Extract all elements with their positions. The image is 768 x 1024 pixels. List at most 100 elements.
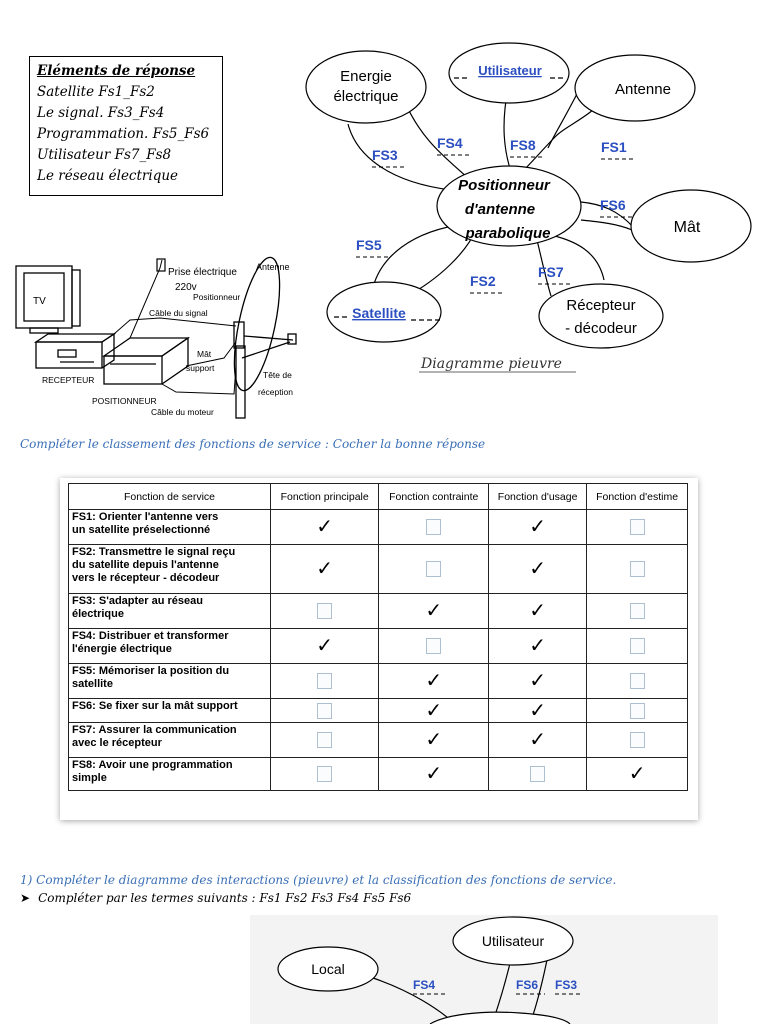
cell-principale: ✓ [269, 544, 380, 594]
empty-checkbox[interactable] [426, 519, 442, 535]
cell-contrainte: ✓ [378, 757, 490, 791]
node-center [436, 165, 582, 247]
checkmark-icon[interactable]: ✓ [316, 516, 334, 538]
cell-usage: ✓ [488, 698, 588, 723]
function-description-line: FS4: Distribuer et transformer [72, 630, 229, 642]
tete-label: Tête de [263, 370, 292, 380]
local-label: Local [311, 961, 344, 977]
cell-estime [586, 698, 688, 723]
header-usage: Fonction d'usage [488, 483, 588, 510]
cell-estime [586, 628, 688, 664]
fs4-label: FS4 [437, 135, 463, 151]
question-text: 1) Compléter le diagramme des interactio… [20, 873, 617, 887]
function-description-line: FS1: Orienter l'antenne vers [72, 511, 219, 523]
header-estime: Fonction d'estime [586, 483, 688, 510]
function-description-line: FS5: Mémoriser la position du [72, 665, 230, 677]
empty-checkbox[interactable] [629, 702, 645, 719]
satellite-label: Satellite [352, 305, 406, 321]
mat-label: Mât [197, 349, 212, 359]
positionneur-top-label: Positionneur [193, 292, 240, 302]
utilisateur-label: Utilisateur [478, 63, 542, 78]
center-label-1: Positionneur [458, 177, 551, 194]
node-satellite [326, 281, 442, 343]
answer-item: Le signal. Fs3_Fs4 [37, 105, 165, 121]
cable-signal-label: Câble du signal [149, 308, 208, 318]
checkmark-icon[interactable]: ✓ [425, 699, 443, 722]
function-description-line: FS2: Transmettre le signal reçu [72, 546, 236, 558]
energie-label-2: électrique [333, 88, 398, 105]
empty-checkbox[interactable] [317, 673, 333, 689]
cell-usage: ✓ [488, 593, 588, 629]
prise-voltage-label: 220v [175, 282, 197, 293]
checkmark-icon[interactable]: ✓ [628, 763, 646, 785]
checkmark-icon[interactable]: ✓ [529, 670, 546, 692]
empty-checkbox[interactable] [629, 673, 645, 689]
tete-reception-label: réception [258, 387, 293, 397]
empty-checkbox[interactable] [629, 519, 645, 535]
function-description-line: satellite [72, 678, 113, 690]
cell-contrainte: ✓ [378, 722, 490, 758]
checkmark-icon[interactable]: ✓ [529, 699, 546, 722]
empty-checkbox[interactable] [426, 638, 442, 654]
function-description-line: FS8: Avoir une programmation [72, 759, 233, 771]
function-description: FS6: Se fixer sur la mât support [68, 698, 271, 723]
empty-checkbox[interactable] [317, 766, 333, 782]
checkmark-icon[interactable]: ✓ [425, 763, 443, 785]
checkmark-icon[interactable]: ✓ [529, 729, 546, 751]
checkmark-icon[interactable]: ✓ [529, 516, 546, 538]
empty-checkbox[interactable] [629, 732, 645, 748]
empty-checkbox[interactable] [629, 561, 645, 577]
function-description-line: avec le récepteur [72, 737, 162, 749]
checkmark-icon[interactable]: ✓ [425, 600, 443, 622]
classification-table: Fonction de service Fonction principale … [68, 483, 688, 791]
fs3-label-2: FS3 [555, 978, 577, 992]
empty-checkbox[interactable] [629, 603, 645, 619]
checkmark-icon[interactable]: ✓ [425, 729, 443, 751]
empty-checkbox[interactable] [426, 561, 442, 577]
cell-usage [488, 757, 588, 791]
checkmark-icon[interactable]: ✓ [316, 635, 334, 657]
fs1-label: FS1 [601, 139, 627, 155]
cell-usage: ✓ [488, 509, 588, 545]
positioner-icon [101, 336, 191, 385]
cell-usage: ✓ [488, 722, 588, 758]
fs5-label: FS5 [356, 237, 382, 253]
empty-checkbox[interactable] [317, 702, 333, 719]
checkmark-icon[interactable]: ✓ [529, 600, 546, 622]
instruction-text: Compléter le classement des fonctions de… [20, 437, 486, 451]
empty-checkbox[interactable] [317, 732, 333, 748]
cell-estime [586, 722, 688, 758]
tv-label: TV [33, 296, 46, 307]
answer-elements-box: Eléments de réponse Satellite Fs1_Fs2 Le… [29, 56, 223, 196]
function-description-line: simple [72, 772, 107, 784]
empty-checkbox[interactable] [317, 603, 333, 619]
checkmark-icon[interactable]: ✓ [316, 558, 334, 580]
mat-support-label: support [186, 363, 215, 373]
function-description-line: vers le récepteur - décodeur [72, 572, 220, 584]
checkmark-icon[interactable]: ✓ [529, 558, 546, 580]
empty-checkbox[interactable] [629, 638, 645, 654]
answer-item: Le réseau électrique [37, 168, 179, 184]
checkmark-icon[interactable]: ✓ [425, 670, 443, 692]
fs8-label: FS8 [510, 137, 536, 153]
cell-principale [269, 757, 380, 791]
function-description-line: FS3: S'adapter au réseau [72, 595, 204, 607]
cell-principale [269, 593, 380, 629]
fs7-label: FS7 [538, 264, 564, 280]
cell-estime [586, 509, 688, 545]
cell-principale: ✓ [269, 509, 380, 545]
function-description-line: FS6: Se fixer sur la mât support [72, 700, 238, 712]
prise-label: Prise électrique [168, 267, 237, 278]
node-mat [630, 189, 752, 263]
empty-checkbox[interactable] [530, 766, 546, 782]
diagram-caption: Diagramme pieuvre [420, 356, 562, 372]
cell-contrainte: ✓ [378, 593, 490, 629]
checkmark-icon[interactable]: ✓ [529, 635, 546, 657]
